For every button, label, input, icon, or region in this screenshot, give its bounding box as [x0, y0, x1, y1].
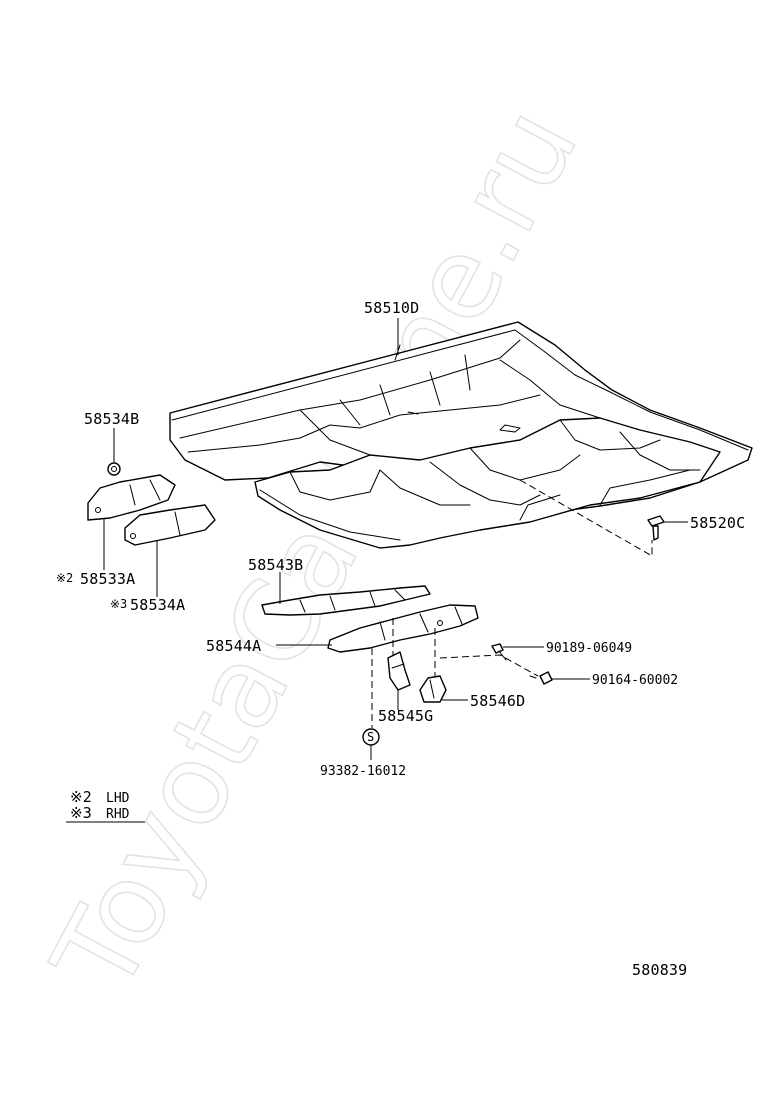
pad-58533A[interactable]: [87, 474, 176, 521]
label-90189-06049[interactable]: 90189-06049: [546, 641, 632, 656]
legend-mark-2: ※3: [70, 804, 92, 822]
bolt-90189-06049[interactable]: [491, 643, 507, 661]
watermark: ToyotaCarMine.ru: [29, 88, 604, 1014]
dash-58520C: [519, 479, 653, 557]
label-58520C[interactable]: 58520C: [690, 514, 745, 532]
bolt-93382-16012[interactable]: S: [362, 728, 380, 746]
bracket-58545G[interactable]: [387, 651, 411, 691]
crossmember-58544A[interactable]: [327, 604, 479, 653]
label-58546D[interactable]: 58546D: [470, 692, 525, 710]
label-58533A[interactable]: 58533A: [80, 570, 135, 588]
mark-58533A: ※2: [56, 571, 73, 585]
s-symbol: S: [367, 730, 374, 744]
floor-panel-58510D[interactable]: [169, 321, 753, 549]
diagram-code: 580839: [632, 961, 687, 979]
crossmember-58543B[interactable]: [261, 585, 431, 616]
label-58534A[interactable]: 58534A: [130, 596, 185, 614]
dash-bolts: [439, 654, 539, 677]
label-90164-60002[interactable]: 90164-60002: [592, 673, 678, 688]
pad-58534A[interactable]: [124, 504, 216, 546]
legend-mark-1: ※2: [70, 788, 92, 806]
label-58543B[interactable]: 58543B: [248, 556, 303, 574]
legend-text-2: RHD: [106, 807, 130, 822]
clip-58520C[interactable]: [647, 515, 665, 541]
legend-text-1: LHD: [106, 791, 130, 806]
bolt-90164-60002[interactable]: [529, 671, 553, 685]
label-58534B[interactable]: 58534B: [84, 410, 139, 428]
legend: ※2 LHD ※3 RHD: [66, 788, 145, 823]
label-58510D[interactable]: 58510D: [364, 299, 419, 317]
bracket-58546D[interactable]: [419, 675, 447, 703]
label-93382-16012[interactable]: 93382-16012: [320, 764, 406, 779]
label-58545G[interactable]: 58545G: [378, 707, 433, 725]
plug-58534B[interactable]: [107, 462, 121, 476]
label-58544A[interactable]: 58544A: [206, 637, 261, 655]
mark-58534A: ※3: [110, 597, 127, 611]
